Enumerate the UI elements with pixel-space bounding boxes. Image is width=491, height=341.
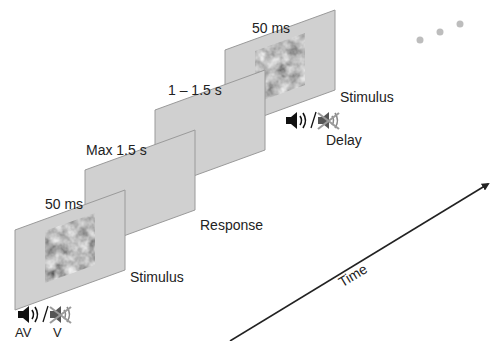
phase-label: Stimulus: [340, 90, 394, 105]
stimulus-frame: [15, 190, 125, 310]
phase-label: Delay: [326, 133, 362, 148]
time-axis: [230, 184, 488, 341]
speaker-icon: [286, 112, 306, 129]
continuation-dots: [417, 21, 464, 44]
speaker-icon: [18, 306, 38, 323]
slash: [311, 112, 316, 128]
phase-label: Response: [200, 218, 263, 233]
duration-label: 50 ms: [45, 197, 83, 212]
duration-label: Max 1.5 s: [86, 143, 147, 158]
muted-speaker-icon: [50, 306, 71, 323]
noise-image: [45, 213, 95, 283]
axis-label: Time: [336, 261, 370, 290]
slash: [43, 306, 48, 322]
condition-label: AV: [15, 326, 31, 340]
condition-label: V: [53, 326, 62, 340]
duration-label: 50 ms: [252, 21, 290, 36]
muted-speaker-icon: [318, 112, 339, 129]
phase-label: Stimulus: [130, 270, 184, 285]
duration-label: 1 – 1.5 s: [168, 83, 222, 98]
